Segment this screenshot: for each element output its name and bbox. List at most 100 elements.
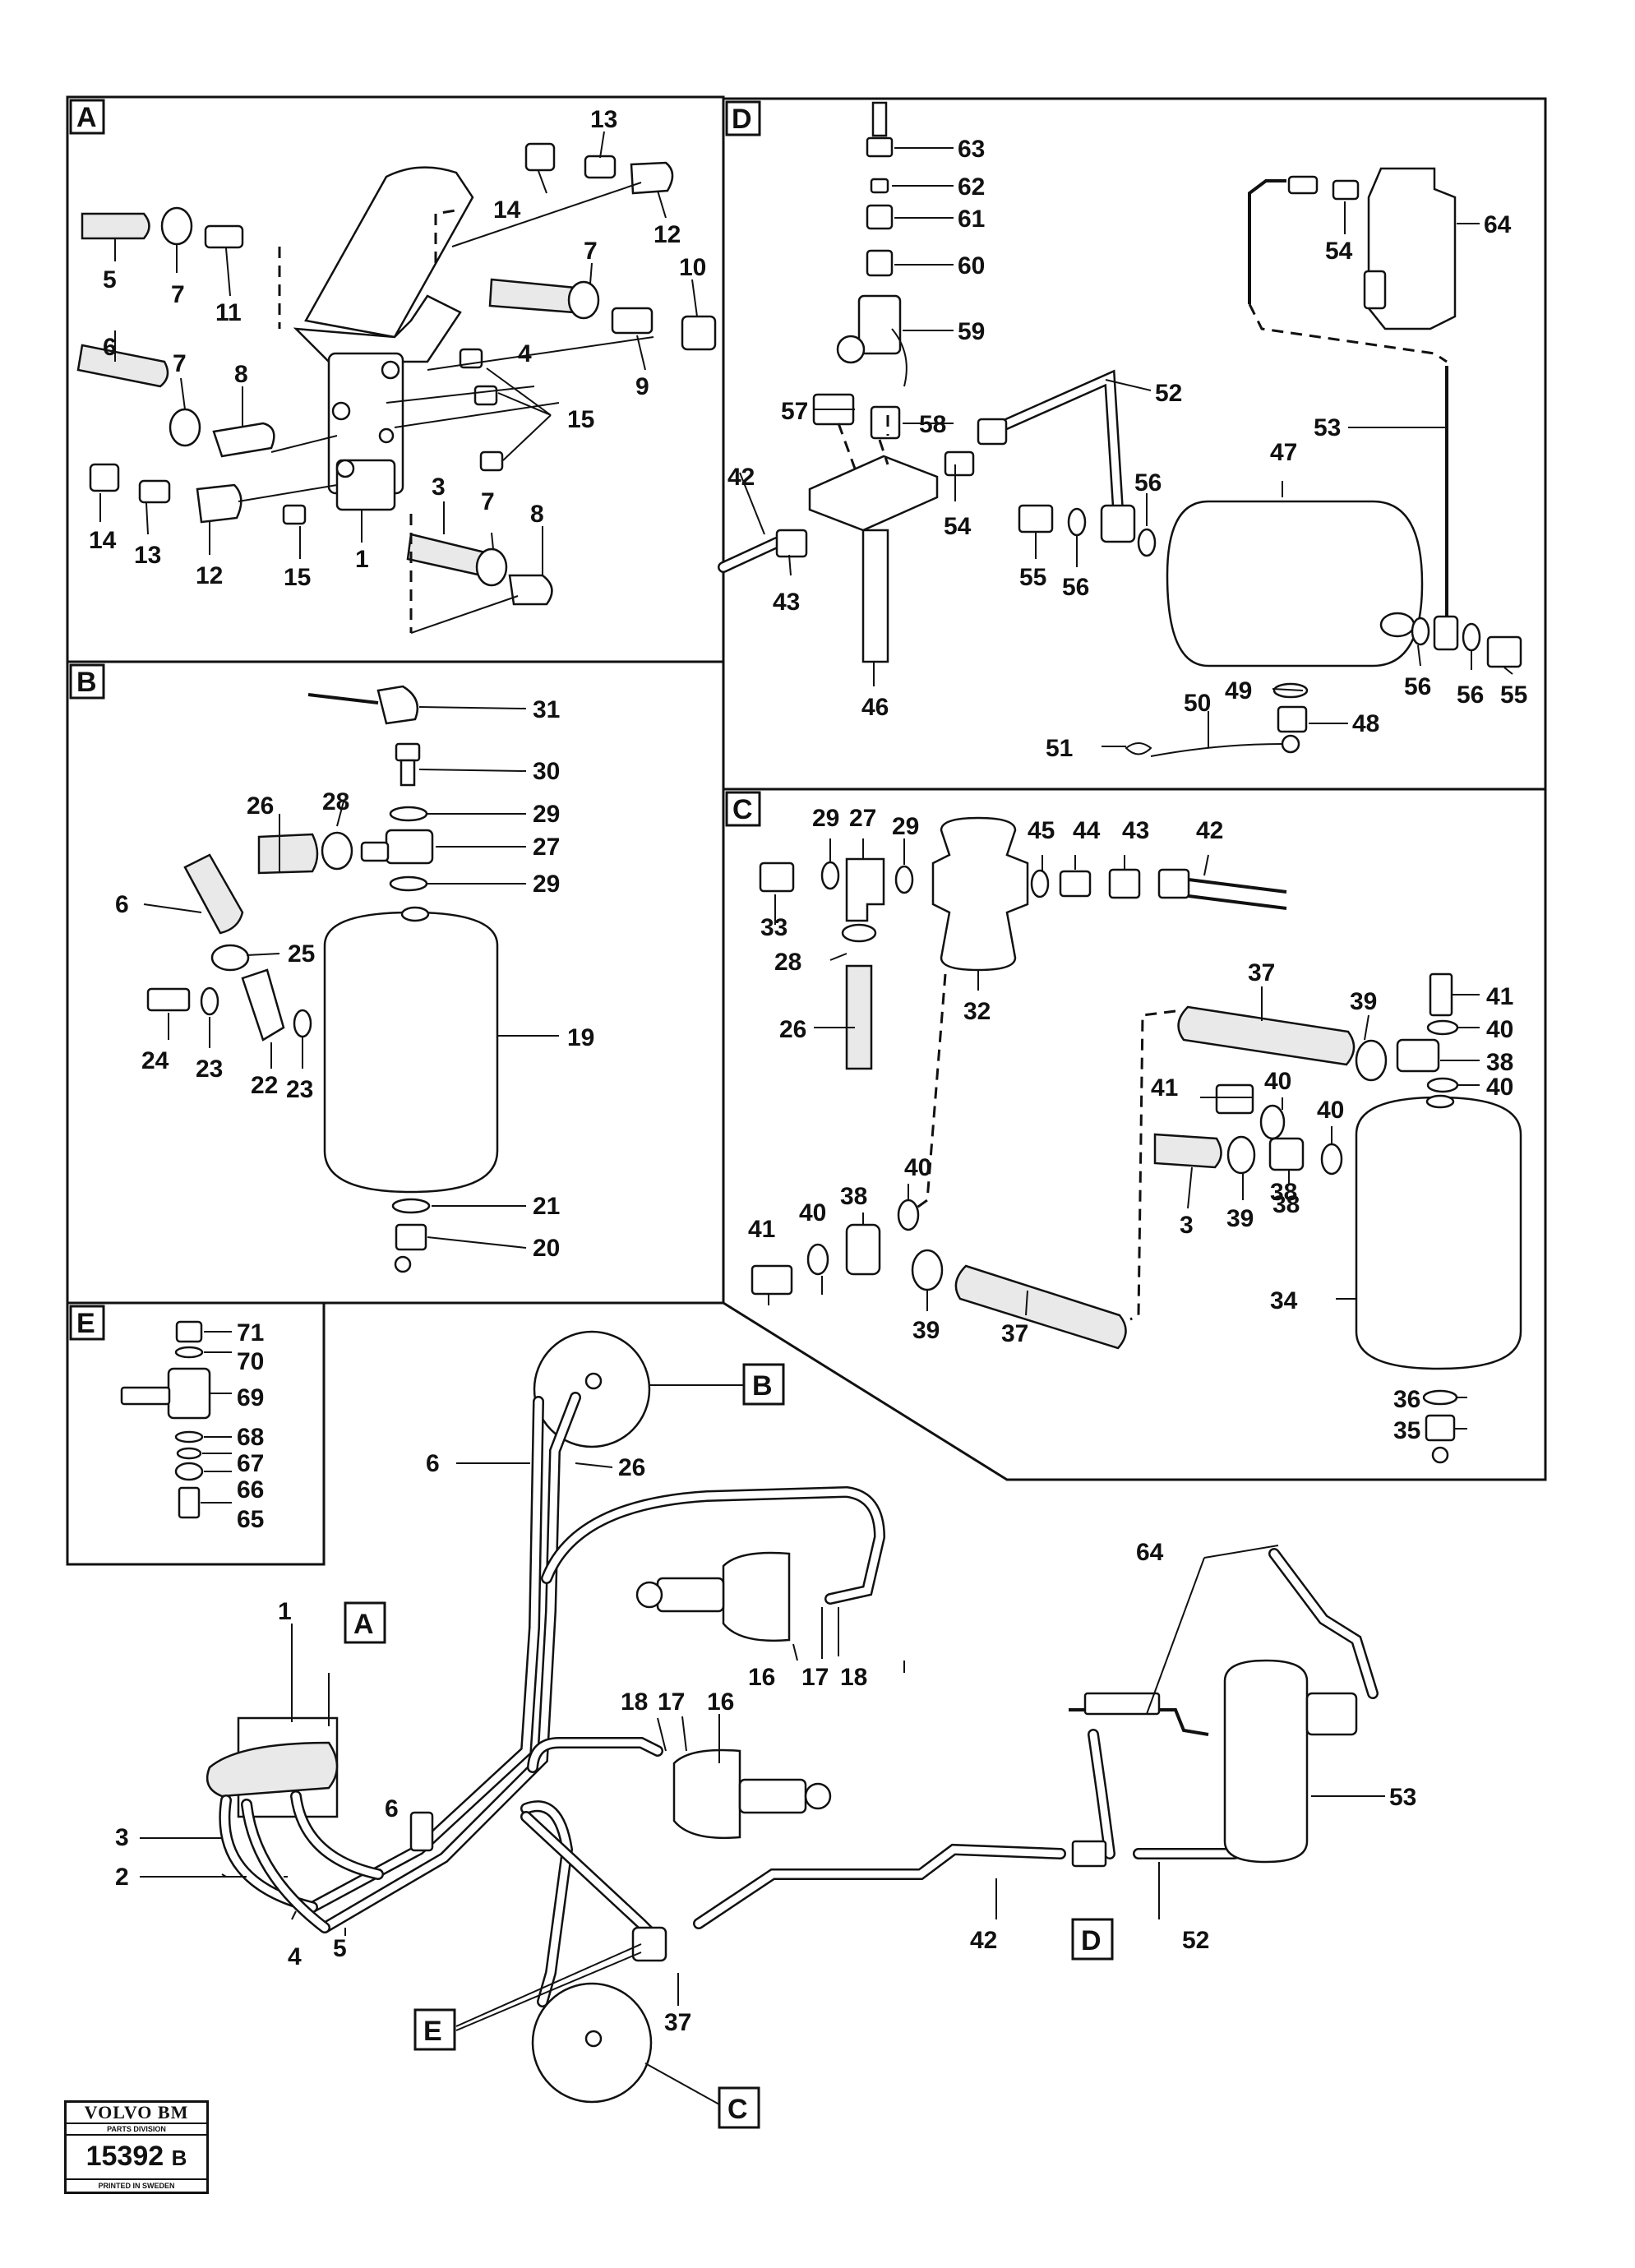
callout-c-36: 36: [1393, 1386, 1420, 1413]
leader-line: [201, 1331, 232, 1504]
callout-ov-3: 3: [115, 1824, 129, 1851]
bolt-41: [751, 1264, 793, 1296]
valve-port: [381, 360, 400, 380]
routing-line: [837, 415, 889, 469]
washer-29: [820, 861, 840, 890]
valve-port: [378, 427, 395, 444]
nut-30: [395, 742, 421, 762]
washer-40: [1426, 1019, 1459, 1036]
pipe-64-inner: [1270, 1550, 1377, 1698]
overview-port: [584, 2030, 603, 2048]
bolt-55: [1486, 635, 1522, 668]
callout-d-51: 51: [1046, 735, 1073, 762]
overview-label-c: C: [727, 2094, 748, 2125]
callout-b-20: 20: [533, 1235, 560, 1262]
callout-b-26: 26: [247, 792, 274, 820]
callout-d-43: 43: [773, 589, 800, 616]
chamber-rod: [656, 1577, 725, 1613]
ring-62: [870, 178, 889, 194]
nut-14: [524, 142, 556, 172]
bolt-71: [175, 1320, 203, 1343]
compressor-mount: [1363, 270, 1387, 310]
section-c-box: [725, 791, 761, 827]
callout-ov-17: 17: [801, 1664, 829, 1691]
clamp-39: [1355, 1039, 1388, 1082]
callout-d-56d: 56: [1457, 681, 1484, 709]
callout-b-29: 29: [533, 801, 560, 828]
callout-ov-4: 4: [288, 1943, 302, 1970]
valve-port: [335, 459, 355, 478]
tank-port: [400, 906, 430, 922]
callout-b-21: 21: [533, 1193, 560, 1220]
clamp-28: [841, 923, 877, 943]
nipple-13: [138, 479, 171, 504]
callout-a-12: 12: [654, 221, 681, 248]
section-frames: [66, 95, 1547, 1566]
clamp-39: [1226, 1135, 1256, 1175]
hose-26: [845, 964, 873, 1070]
elbow-fitting: [508, 574, 553, 606]
fitting: [977, 418, 1008, 446]
plug-15: [282, 504, 307, 525]
tank-port: [1379, 612, 1416, 638]
callout-d-54b: 54: [944, 513, 972, 540]
callout-b-28: 28: [322, 788, 349, 815]
plug-15: [473, 385, 498, 406]
callout-c-33: 33: [760, 914, 787, 941]
callout-d-54: 54: [1325, 238, 1353, 265]
washer-40: [1426, 1077, 1459, 1093]
callout-c-27: 27: [849, 805, 876, 832]
section-e-drawing: [120, 1320, 232, 1519]
callout-d-57: 57: [781, 398, 808, 425]
callout-a-12b: 12: [196, 562, 223, 589]
callout-c-40: 40: [1486, 1016, 1513, 1043]
nut-60: [866, 249, 894, 277]
section-e-label: E: [76, 1308, 95, 1339]
callout-c-38: 38: [1486, 1049, 1513, 1076]
callout-d-64: 64: [1484, 211, 1512, 238]
callout-c-41c: 41: [748, 1216, 775, 1243]
nut: [1157, 868, 1190, 899]
leader-line: [143, 706, 559, 1249]
tee-38: [845, 1223, 881, 1276]
callout-ov-1: 1: [278, 1598, 292, 1625]
bolt-55: [1018, 504, 1054, 534]
logo-number: 15392: [85, 2141, 164, 2172]
callout-d-50: 50: [1184, 690, 1211, 717]
ring-67: [176, 1447, 202, 1460]
hose-6: [183, 853, 244, 935]
tee-27: [385, 829, 434, 865]
callout-c-32: 32: [963, 998, 991, 1025]
callout-ov-42: 42: [970, 1927, 997, 1954]
bracket-46: [861, 529, 889, 663]
washer-29: [894, 865, 914, 894]
washer-45: [1030, 869, 1050, 898]
leader-line: [99, 131, 698, 575]
callout-ov-26: 26: [618, 1454, 645, 1481]
valve-knob: [836, 335, 866, 364]
callout-c-37: 37: [1248, 959, 1275, 986]
bolt-30: [400, 759, 416, 787]
manifold-block: [808, 455, 939, 532]
nut-61: [866, 204, 894, 230]
nipple-13: [584, 155, 617, 179]
leader-line: [486, 367, 552, 461]
overview-box-d: [1071, 1918, 1114, 1961]
leader-line: [644, 2062, 720, 2105]
chamber-rod: [738, 1778, 807, 1814]
tee-38: [1268, 1137, 1305, 1171]
callout-c-40e: 40: [904, 1154, 931, 1181]
callout-e-66: 66: [237, 1476, 264, 1504]
washer-29: [389, 806, 428, 822]
pipe-26-inner: [321, 1393, 580, 1932]
callout-a-1: 1: [355, 546, 369, 573]
drain-ring: [1431, 1446, 1449, 1464]
callout-c-29b: 29: [892, 813, 919, 840]
pipe-stub: [871, 101, 888, 137]
valve-chain: [891, 328, 908, 387]
pipe-to-chamber-16a-inner: [543, 1488, 884, 1603]
callout-a-6: 6: [103, 334, 117, 361]
section-b-callouts: 31 30 29 28 26 27 29 6 25 24 23 22 23 19…: [115, 696, 594, 1262]
callout-c-38d: 38: [1270, 1179, 1297, 1206]
callout-b-23: 23: [196, 1055, 223, 1083]
